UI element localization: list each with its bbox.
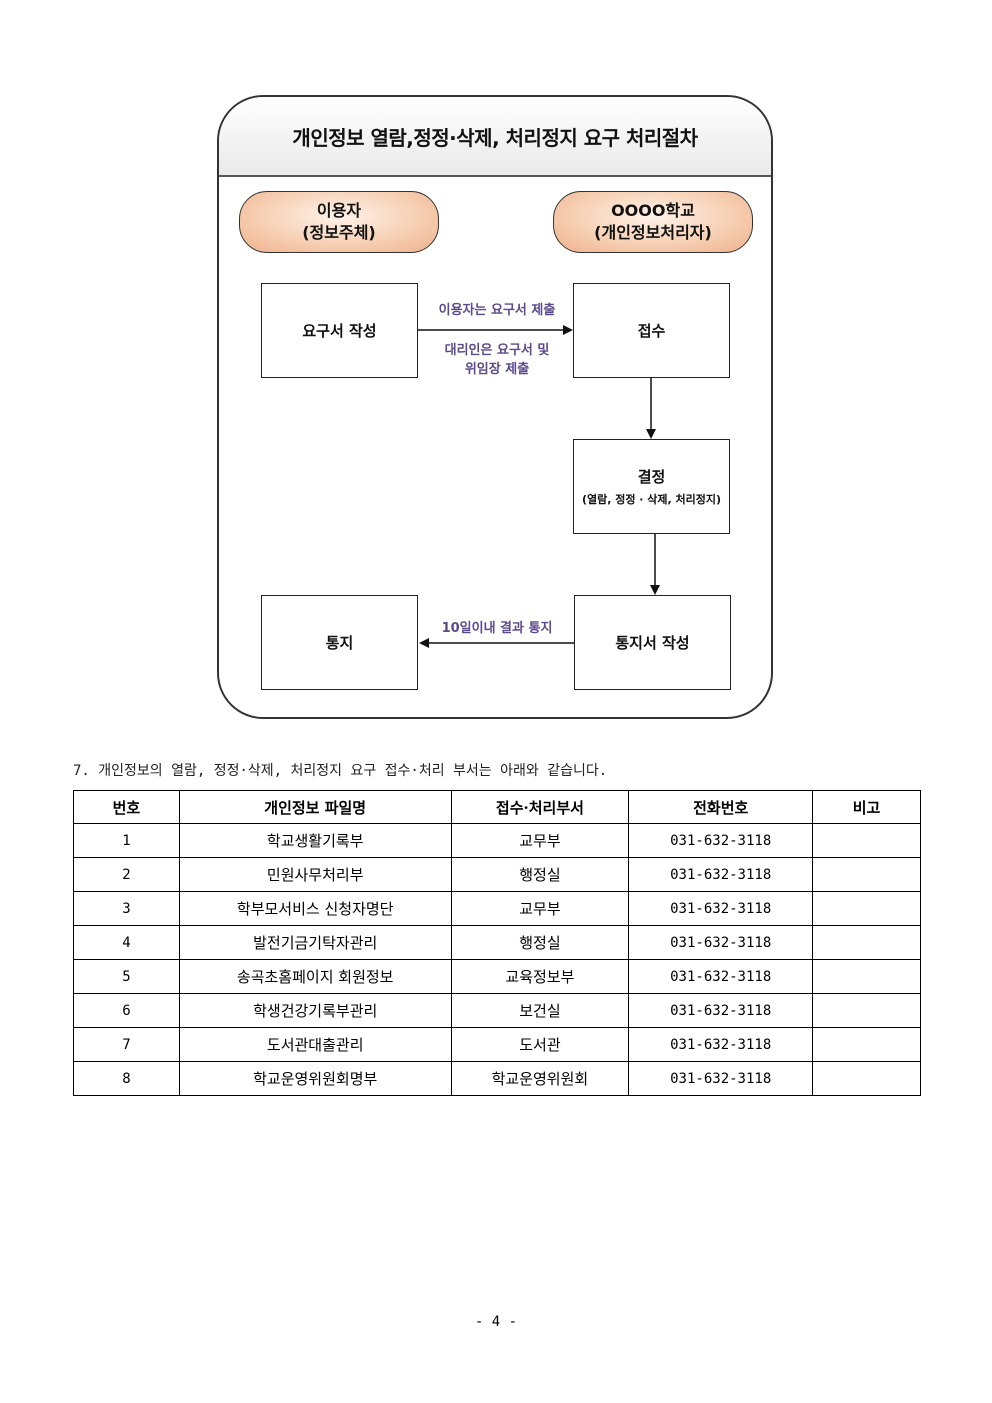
step-write-request-label: 요구서 작성 [302, 322, 377, 340]
table-row: 8 학교운영위원회명부 학교운영위원회 031-632-3118 [73, 1061, 921, 1096]
step-receive-label: 접수 [637, 322, 666, 340]
cell-phone: 031-632-3118 [628, 1027, 814, 1062]
table-row: 5 송곡초홈페이지 회원정보 교육정보부 031-632-3118 [73, 959, 921, 994]
cell-phone: 031-632-3118 [628, 891, 814, 926]
step-decision: 결정 (열람, 정정 · 삭제, 처리정지) [573, 439, 730, 534]
department-table: 번호 개인정보 파일명 접수·처리부서 전화번호 비고 1 학교생활기록부 교무… [73, 790, 921, 1096]
cell-file-name: 학생건강기록부관리 [178, 993, 452, 1028]
cell-file-name: 학교생활기록부 [178, 823, 452, 858]
cell-department: 도서관 [450, 1027, 630, 1062]
edge-label-agent-line2: 위임장 제출 [464, 362, 530, 377]
table-row: 2 민원사무처리부 행정실 031-632-3118 [73, 857, 921, 892]
cell-number: 2 [73, 857, 180, 892]
school-party-name: OOOO학교 [611, 201, 695, 220]
header-phone: 전화번호 [628, 790, 814, 824]
flow-arrows [418, 325, 660, 648]
step-receive: 접수 [573, 283, 730, 378]
user-party-name: 이용자 [316, 201, 362, 220]
cell-phone: 031-632-3118 [628, 823, 814, 858]
header-file-name: 개인정보 파일명 [178, 790, 452, 824]
cell-number: 4 [73, 925, 180, 960]
flowchart-title: 개인정보 열람,정정·삭제, 처리정지 요구 처리절차 [292, 125, 698, 150]
cell-department: 행정실 [450, 925, 630, 960]
edge-label-notify-result: 10일이내 결과 통지 [441, 621, 553, 636]
cell-note [812, 993, 921, 1028]
cell-number: 8 [73, 1061, 180, 1096]
cell-file-name: 학교운영위원회명부 [178, 1061, 452, 1096]
cell-number: 6 [73, 993, 180, 1028]
cell-phone: 031-632-3118 [628, 857, 814, 892]
cell-note [812, 959, 921, 994]
cell-phone: 031-632-3118 [628, 993, 814, 1028]
step-write-request: 요구서 작성 [261, 283, 418, 378]
cell-department: 학교운영위원회 [450, 1061, 630, 1096]
step-decision-label: 결정 [637, 468, 666, 486]
cell-number: 7 [73, 1027, 180, 1062]
cell-department: 교무부 [450, 823, 630, 858]
cell-number: 3 [73, 891, 180, 926]
header-note: 비고 [812, 790, 921, 824]
cell-phone: 031-632-3118 [628, 925, 814, 960]
cell-department: 교육정보부 [450, 959, 630, 994]
table-row: 6 학생건강기록부관리 보건실 031-632-3118 [73, 993, 921, 1028]
cell-note [812, 857, 921, 892]
cell-file-name: 발전기금기탁자관리 [178, 925, 452, 960]
user-party-pill: 이용자 (정보주체) [239, 191, 439, 253]
cell-file-name: 민원사무처리부 [178, 857, 452, 892]
table-row: 4 발전기금기탁자관리 행정실 031-632-3118 [73, 925, 921, 960]
cell-file-name: 송곡초홈페이지 회원정보 [178, 959, 452, 994]
user-party-role: (정보주체) [302, 223, 376, 242]
edge-label-agent-line1: 대리인은 요구서 및 [444, 343, 550, 358]
step-write-notice-label: 통지서 작성 [615, 634, 690, 652]
header-number: 번호 [73, 790, 180, 824]
table-row: 7 도서관대출관리 도서관 031-632-3118 [73, 1027, 921, 1062]
cell-department: 교무부 [450, 891, 630, 926]
cell-number: 5 [73, 959, 180, 994]
section-7-text: 7. 개인정보의 열람, 정정·삭제, 처리정지 요구 접수·처리 부서는 아래… [73, 763, 608, 779]
cell-note [812, 1027, 921, 1062]
cell-file-name: 학부모서비스 신청자명단 [178, 891, 452, 926]
cell-phone: 031-632-3118 [628, 959, 814, 994]
cell-note [812, 925, 921, 960]
process-flowchart: 개인정보 열람,정정·삭제, 처리정지 요구 처리절차 이용자 (정보주체) O… [217, 95, 773, 719]
cell-number: 1 [73, 823, 180, 858]
table-row: 3 학부모서비스 신청자명단 교무부 031-632-3118 [73, 891, 921, 926]
page-number: - 4 - [474, 1314, 518, 1330]
step-write-notice: 통지서 작성 [574, 595, 731, 690]
cell-department: 보건실 [450, 993, 630, 1028]
cell-note [812, 823, 921, 858]
cell-note [812, 891, 921, 926]
cell-phone: 031-632-3118 [628, 1061, 814, 1096]
school-party-pill: OOOO학교 (개인정보처리자) [553, 191, 753, 253]
step-decision-detail: (열람, 정정 · 삭제, 처리정지) [581, 493, 722, 506]
header-department: 접수·처리부서 [450, 790, 630, 824]
cell-file-name: 도서관대출관리 [178, 1027, 452, 1062]
edge-label-user-submit: 이용자는 요구서 제출 [438, 303, 556, 318]
table-header-row: 번호 개인정보 파일명 접수·처리부서 전화번호 비고 [73, 790, 921, 824]
school-party-role: (개인정보처리자) [594, 223, 712, 242]
flowchart-header: 개인정보 열람,정정·삭제, 처리정지 요구 처리절차 [219, 97, 771, 177]
edge-label-agent-submit: 대리인은 요구서 및 위임장 제출 [422, 341, 572, 379]
step-notify: 통지 [261, 595, 418, 690]
cell-department: 행정실 [450, 857, 630, 892]
step-notify-label: 통지 [325, 634, 354, 652]
cell-note [812, 1061, 921, 1096]
table-row: 1 학교생활기록부 교무부 031-632-3118 [73, 823, 921, 858]
